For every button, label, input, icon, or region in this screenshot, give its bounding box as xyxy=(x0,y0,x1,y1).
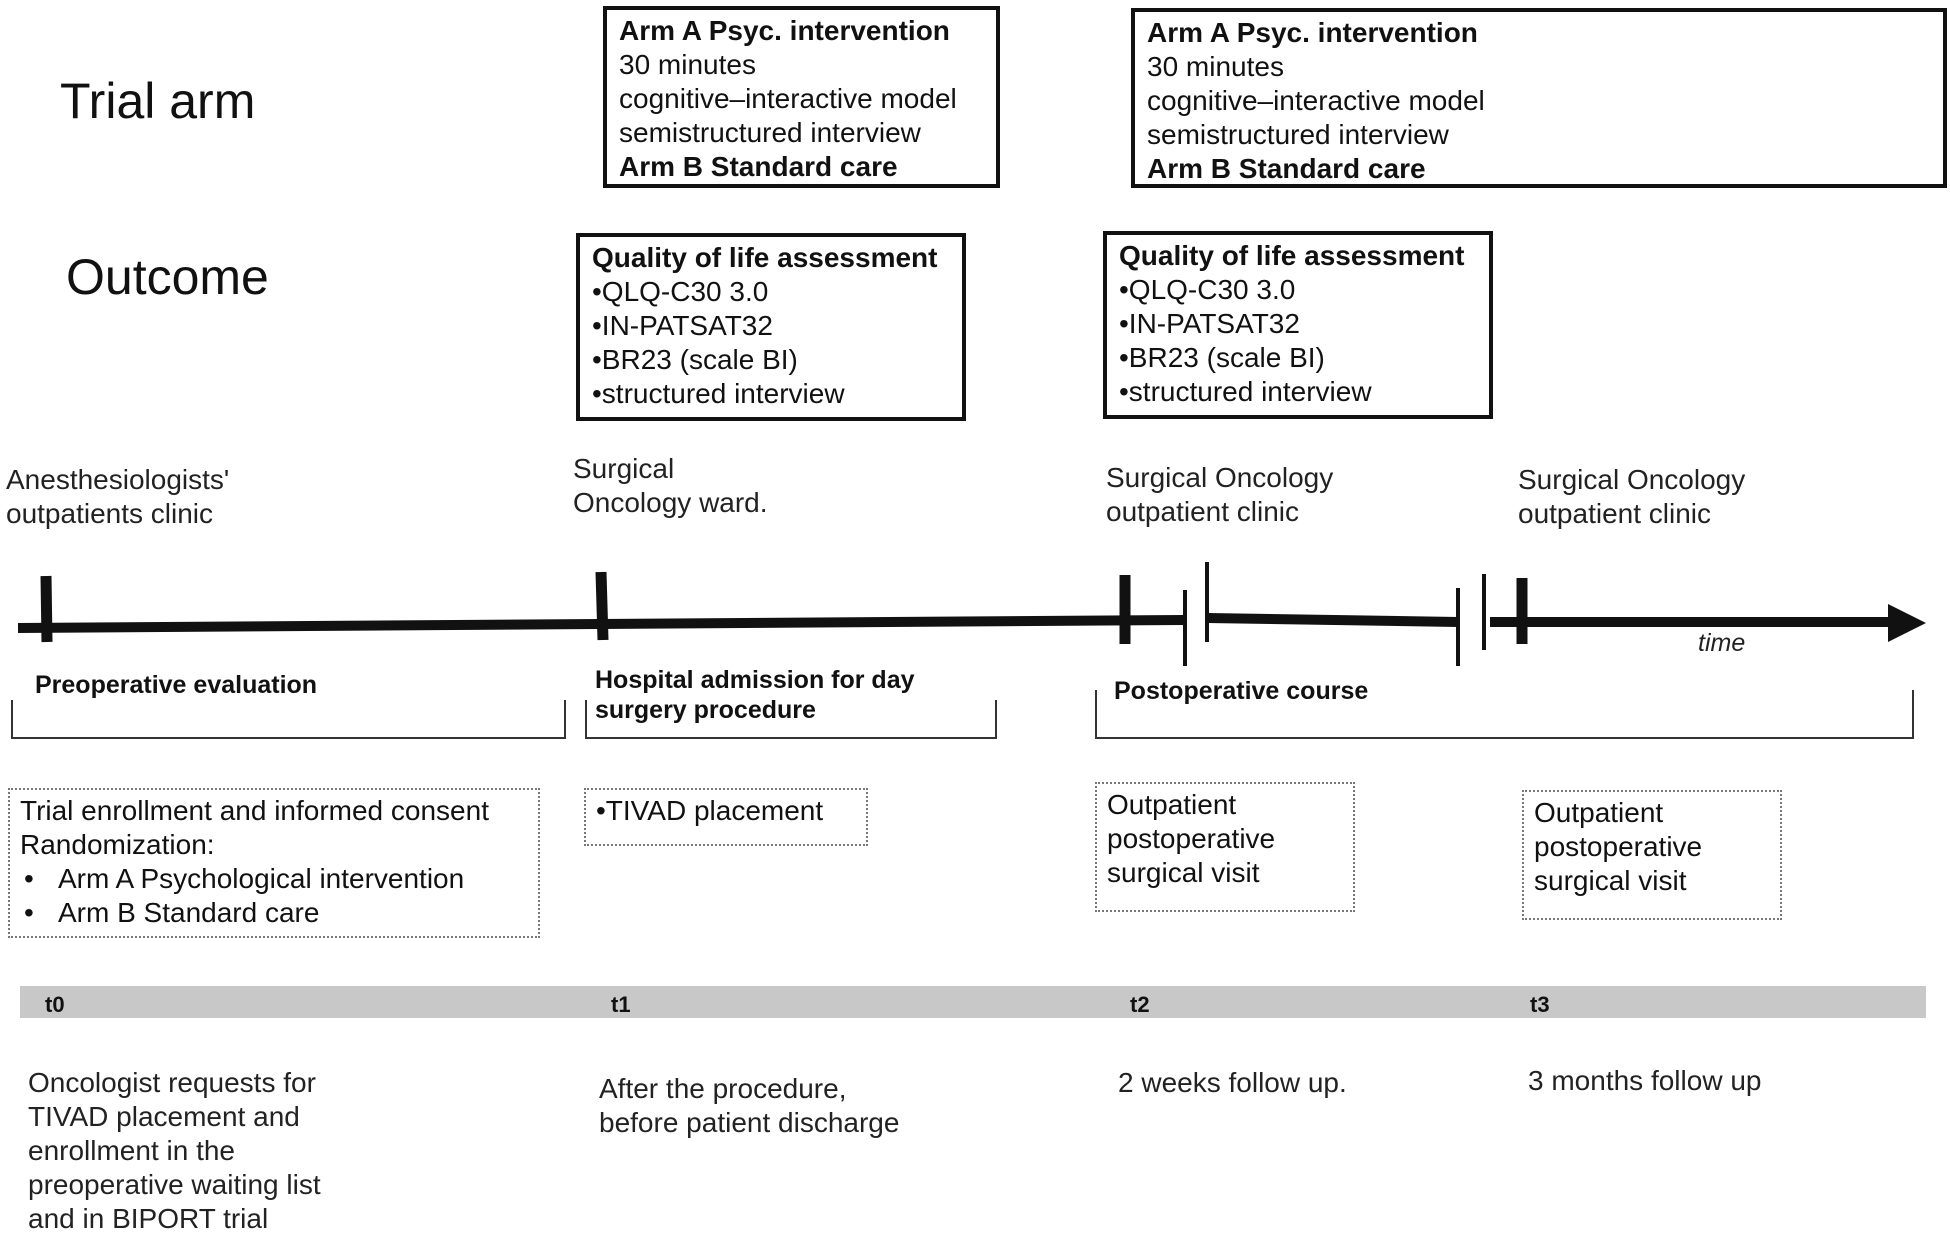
timeline-arrowhead xyxy=(1888,604,1926,642)
note-t2: 2 weeks follow up. xyxy=(1118,1067,1347,1098)
phase-admission: Hospital admission for day surgery proce… xyxy=(595,666,915,724)
intervention-duration: 30 minutes xyxy=(1147,51,1284,82)
randomization-text: Randomization: xyxy=(20,829,215,860)
visit-box-t2: Outpatient postoperative surgical visit xyxy=(1095,782,1355,912)
intervention-title: Arm A Psyc. intervention xyxy=(619,15,950,46)
timepoint-t3: t3 xyxy=(1530,992,1550,1017)
qol-item: •BR23 (scale BI) xyxy=(592,344,798,375)
bracket-preop xyxy=(11,700,566,739)
note-t1: After the procedure, before patient disc… xyxy=(599,1073,900,1138)
timepoint-t0: t0 xyxy=(45,992,65,1017)
tivad-box: •TIVAD placement xyxy=(584,788,868,846)
qol-box-t2: Quality of life assessment •QLQ-C30 3.0 … xyxy=(1103,231,1493,419)
tick-t1 xyxy=(595,571,609,641)
timepoint-t1: t1 xyxy=(611,992,631,1017)
intervention-interview: semistructured interview xyxy=(1147,119,1449,150)
timepoint-t2: t2 xyxy=(1130,992,1150,1017)
timepoint-bar xyxy=(20,986,1926,1018)
qol-title: Quality of life assessment xyxy=(592,242,938,273)
row-label-trial-arm: Trial arm xyxy=(60,73,256,129)
tick-t0 xyxy=(40,575,53,643)
intervention-arm-b: Arm B Standard care xyxy=(1147,153,1426,184)
row-label-outcome: Outcome xyxy=(66,249,269,305)
qol-item: •BR23 (scale BI) xyxy=(1119,342,1325,373)
intervention-arm-b: Arm B Standard care xyxy=(619,151,898,182)
visit-box-t3: Outpatient postoperative surgical visit xyxy=(1522,790,1782,920)
intervention-duration: 30 minutes xyxy=(619,49,756,80)
location-outpatient-clinic-t3: Surgical Oncology outpatient clinic xyxy=(1518,464,1746,529)
intervention-box-t1: Arm A Psyc. intervention 30 minutes cogn… xyxy=(603,6,1000,188)
phase-postoperative: Postoperative course xyxy=(1114,677,1369,705)
bracket-admission xyxy=(585,700,997,739)
arm-b-item: Arm B Standard care xyxy=(20,896,528,930)
arm-a-item: Arm A Psychological intervention xyxy=(20,862,528,896)
intervention-model: cognitive–interactive model xyxy=(1147,85,1485,116)
location-outpatient-clinic-t2: Surgical Oncology outpatient clinic xyxy=(1106,462,1334,527)
location-oncology-ward: Surgical Oncology ward. xyxy=(573,453,768,518)
timeline-axis-segment xyxy=(1206,613,1459,627)
qol-item: •IN-PATSAT32 xyxy=(1119,308,1300,339)
intervention-interview: semistructured interview xyxy=(619,117,921,148)
intervention-box-t2: Arm A Psyc. intervention 30 minutes cogn… xyxy=(1131,8,1947,188)
enrollment-text: Trial enrollment and informed consent xyxy=(20,795,489,826)
location-anesthesiology-clinic: Anesthesiologists' outpatients clinic xyxy=(6,464,230,529)
qol-item: •structured interview xyxy=(592,378,845,409)
tivad-text: •TIVAD placement xyxy=(596,795,824,826)
note-t3: 3 months follow up xyxy=(1528,1065,1762,1096)
qol-box-t1: Quality of life assessment •QLQ-C30 3.0 … xyxy=(576,233,966,421)
intervention-title: Arm A Psyc. intervention xyxy=(1147,17,1478,48)
note-t0: Oncologist requests for TIVAD placement … xyxy=(28,1067,321,1234)
qol-item: •QLQ-C30 3.0 xyxy=(592,276,769,307)
intervention-model: cognitive–interactive model xyxy=(619,83,957,114)
enrollment-box: Trial enrollment and informed consent Ra… xyxy=(8,788,540,938)
time-axis-label: time xyxy=(1698,629,1745,657)
qol-item: •structured interview xyxy=(1119,376,1372,407)
qol-item: •IN-PATSAT32 xyxy=(592,310,773,341)
qol-item: •QLQ-C30 3.0 xyxy=(1119,274,1296,305)
phase-preoperative: Preoperative evaluation xyxy=(35,671,318,699)
arm-list: Arm A Psychological intervention Arm B S… xyxy=(20,862,528,930)
bracket-postop xyxy=(1095,690,1914,739)
qol-title: Quality of life assessment xyxy=(1119,240,1465,271)
